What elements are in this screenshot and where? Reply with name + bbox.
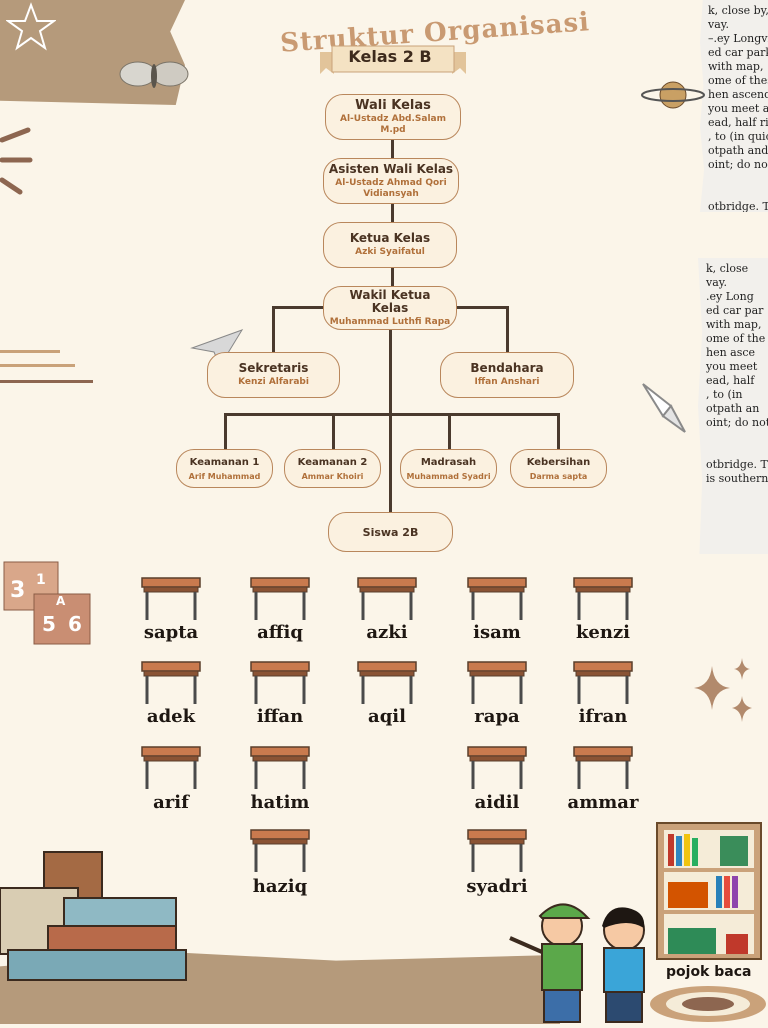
- student-name: syadri: [466, 876, 528, 897]
- student-name: ammar: [567, 792, 639, 813]
- node-ketua-kelas: Ketua Kelas Azki Syaifatul: [323, 222, 457, 268]
- dice-label-a: A: [56, 594, 66, 608]
- connector: [224, 413, 227, 449]
- person-name: Arif Muhammad: [188, 471, 261, 481]
- dice-icon: [2, 560, 92, 652]
- role-label: Bendahara: [470, 361, 544, 375]
- dice-label-5: 5: [42, 612, 56, 636]
- person-name: Al-Ustadz Ahmad Qori Vidiansyah: [335, 177, 447, 199]
- dice-label-1: 1: [36, 572, 46, 588]
- dice-label-6: 6: [68, 612, 82, 636]
- connector: [272, 306, 275, 354]
- desk-icon: [467, 576, 527, 622]
- sunburst-icon: [0, 122, 36, 202]
- student-name: adek: [146, 706, 196, 727]
- student-name: sapta: [143, 622, 199, 643]
- desk-icon: [250, 828, 310, 874]
- student-name: azki: [366, 622, 408, 643]
- connector: [448, 413, 451, 449]
- role-label: Keamanan 2: [297, 456, 368, 468]
- desk-icon: [573, 745, 633, 791]
- desk-icon: [250, 745, 310, 791]
- node-wali-kelas: Wali Kelas Al-Ustadz Abd.Salam M.pd: [325, 94, 461, 140]
- node-keamanan-2: Keamanan 2 Ammar Khoiri: [284, 449, 381, 488]
- person-name: Kenzi Alfarabi: [238, 377, 309, 387]
- connector: [456, 306, 508, 309]
- node-wakil-ketua-kelas: Wakil Ketua Kelas Muhammad Luthfi Rapa: [323, 286, 457, 330]
- student-name: aqil: [368, 706, 406, 727]
- rug-icon: [648, 984, 768, 1028]
- connector: [391, 204, 394, 222]
- desk-icon: [141, 576, 201, 622]
- butterfly-icon: [118, 56, 190, 100]
- planet-icon: [640, 75, 706, 119]
- desk-icon: [357, 660, 417, 706]
- student-name: kenzi: [575, 622, 631, 643]
- desk-icon: [250, 660, 310, 706]
- connector: [224, 413, 560, 416]
- role-label: Siswa 2B: [362, 525, 419, 539]
- person-name: Azki Syaifatul: [355, 247, 425, 257]
- role-label: Wakil Ketua Kelas: [349, 287, 431, 315]
- dice-label-3: 3: [10, 578, 26, 603]
- person-name: Ammar Khoiri: [301, 471, 364, 481]
- desk-icon: [573, 576, 633, 622]
- newspaper-scrap-middle: k, close vay. .ey Long ed car par with m…: [698, 258, 768, 554]
- connector: [506, 306, 509, 352]
- student-name: iffan: [256, 706, 304, 727]
- role-label: Wali Kelas: [355, 97, 431, 113]
- person-name: Muhammad Luthfi Rapa: [329, 316, 451, 327]
- desk-icon: [357, 576, 417, 622]
- desk-icon: [467, 745, 527, 791]
- node-keamanan-1: Keamanan 1 Arif Muhammad: [176, 449, 273, 488]
- books-stack-icon: [0, 846, 190, 990]
- connector: [389, 330, 392, 512]
- sparkle-icon: [690, 656, 760, 735]
- student-name: hatim: [250, 792, 310, 813]
- class-subtitle: Kelas 2 B: [348, 47, 432, 66]
- ribbon-banner: [320, 45, 466, 74]
- role-label: Sekretaris: [238, 361, 309, 375]
- role-label: Kebersihan: [526, 456, 591, 468]
- student-name: ifran: [578, 706, 628, 727]
- desk-icon: [467, 660, 527, 706]
- desk-icon: [141, 745, 201, 791]
- rocket-icon: [633, 376, 689, 442]
- node-siswa: Siswa 2B: [328, 512, 453, 552]
- node-kebersihan: Kebersihan Darma sapta: [510, 449, 607, 488]
- person-name: Iffan Anshari: [474, 377, 540, 387]
- node-madrasah: Madrasah Muhammad Syadri: [400, 449, 497, 488]
- reading-corner-label: pojok baca: [666, 964, 752, 980]
- connector: [391, 140, 394, 158]
- node-bendahara: Bendahara Iffan Anshari: [440, 352, 574, 398]
- node-asisten-wali-kelas: Asisten Wali Kelas Al-Ustadz Ahmad Qori …: [323, 158, 459, 204]
- role-label: Keamanan 1: [189, 456, 260, 468]
- newspaper-scrap-top: k, close by, o vay. –.ey Longville ed ca…: [700, 0, 768, 212]
- star-icon: [4, 2, 58, 56]
- desk-icon: [467, 828, 527, 874]
- student-name: arif: [153, 792, 189, 813]
- desk-icon: [573, 660, 633, 706]
- connector: [557, 413, 560, 449]
- person-name: Al-Ustadz Abd.Salam M.pd: [339, 113, 446, 135]
- desk-icon: [250, 576, 310, 622]
- stripes-decor: [0, 348, 95, 392]
- role-label: Ketua Kelas: [349, 231, 431, 245]
- node-sekretaris: Sekretaris Kenzi Alfarabi: [207, 352, 340, 398]
- student-name: affiq: [257, 622, 303, 643]
- connector: [332, 413, 335, 449]
- connector: [272, 306, 324, 309]
- desk-icon: [141, 660, 201, 706]
- student-name: haziq: [252, 876, 308, 897]
- student-name: aidil: [474, 792, 520, 813]
- person-name: Muhammad Syadri: [406, 471, 491, 481]
- role-label: Asisten Wali Kelas: [328, 161, 454, 176]
- role-label: Madrasah: [420, 456, 477, 468]
- person-name: Darma sapta: [529, 471, 588, 481]
- connector: [391, 268, 394, 286]
- students-pointing-icon: [508, 896, 652, 1028]
- bookshelf-icon: [656, 822, 762, 966]
- student-name: rapa: [474, 706, 520, 727]
- student-name: isam: [473, 622, 521, 643]
